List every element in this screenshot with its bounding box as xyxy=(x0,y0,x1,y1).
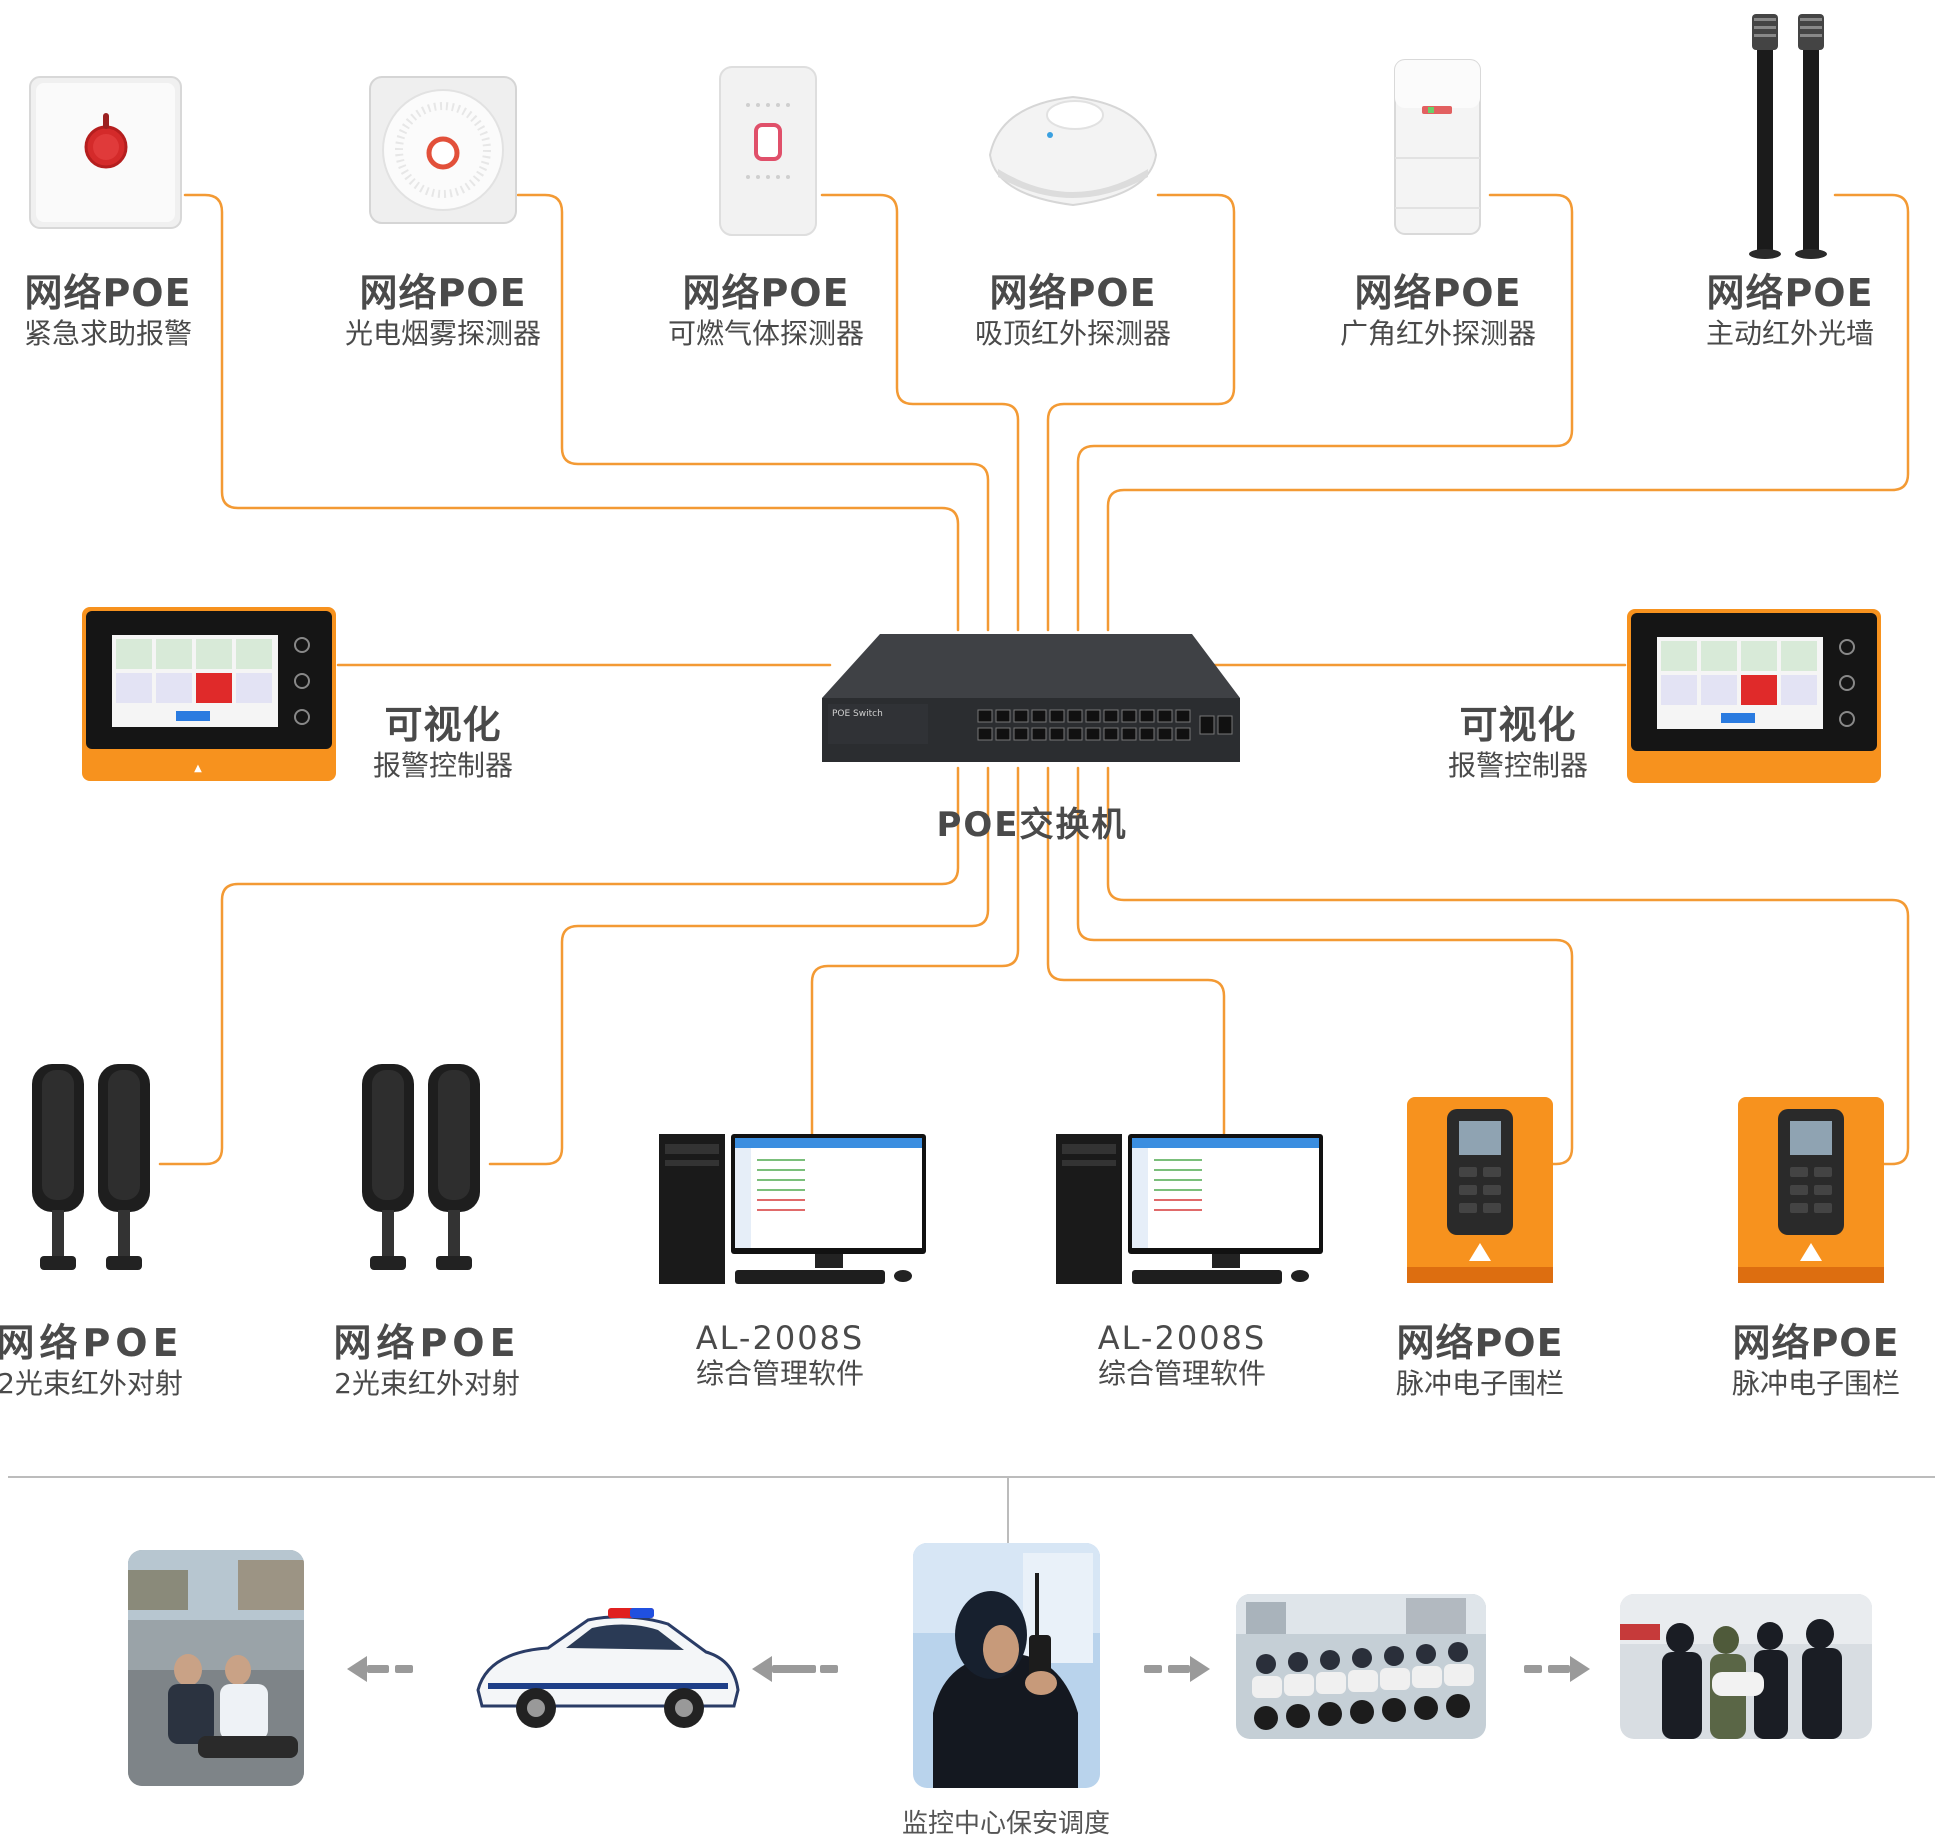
switch-label: POE交换机 xyxy=(902,802,1162,848)
controller-left-label: 可视化 报警控制器 xyxy=(313,702,573,784)
alarm-controller-icon xyxy=(1627,609,1881,783)
device-title: 网络POE xyxy=(0,1321,184,1365)
electric-fence-2 xyxy=(1736,1095,1886,1285)
arrow-right-2-icon xyxy=(1520,1654,1592,1688)
device-title: 网络POE xyxy=(1354,271,1522,315)
dispatch-caption: 监控中心保安调度 xyxy=(901,1809,1110,1839)
wire-beam-1 xyxy=(158,766,960,1166)
device-subtitle: 光电烟雾探测器 xyxy=(344,317,541,350)
wire-light-wall xyxy=(1106,193,1910,632)
controller-title: 可视化 xyxy=(1459,703,1577,747)
arrow-left-2-icon xyxy=(750,1654,842,1688)
software-subtitle: 综合管理软件 xyxy=(695,1357,864,1390)
gas-detector-icon xyxy=(718,65,818,237)
device-subtitle: 可燃气体探测器 xyxy=(667,317,864,350)
wire-beam-2 xyxy=(488,766,990,1166)
computer-2 xyxy=(1052,1130,1327,1290)
electric-fence-1 xyxy=(1405,1095,1555,1285)
controller-subtitle: 报警控制器 xyxy=(372,749,513,782)
software-subtitle: 综合管理软件 xyxy=(1097,1357,1266,1390)
device-subtitle: 紧急求助报警 xyxy=(23,317,192,350)
device-subtitle: 脉冲电子围栏 xyxy=(1395,1367,1564,1400)
gas-detector-label: 网络POE 可燃气体探测器 xyxy=(636,270,896,352)
device-subtitle: 脉冲电子围栏 xyxy=(1731,1367,1900,1400)
wire-gas-detector xyxy=(820,193,1020,632)
device-title: 网络POE xyxy=(1732,1321,1900,1365)
wide-angle-pir-label: 网络POE 广角红外探测器 xyxy=(1308,270,1568,352)
ceiling-pir-icon xyxy=(980,85,1166,215)
wire-fence-1 xyxy=(1076,766,1574,1166)
panic-button-label: 网络POE 紧急求助报警 xyxy=(0,270,238,352)
controller-subtitle: 报警控制器 xyxy=(1447,749,1588,782)
beam-detector-icon xyxy=(32,1064,150,1270)
device-title: 网络POE xyxy=(682,271,850,315)
controller-title: 可视化 xyxy=(384,703,502,747)
wire-panic-button xyxy=(183,193,960,632)
device-title: 网络POE xyxy=(359,271,527,315)
beam-detector-2 xyxy=(358,1060,488,1282)
infrared-light-wall-label: 网络POE 主动红外光墙 xyxy=(1660,270,1920,352)
device-title: 网络POE xyxy=(24,271,192,315)
arrest-scene-photo xyxy=(128,1550,304,1786)
device-subtitle: 2光束红外对射 xyxy=(0,1367,183,1400)
smoke-detector-icon xyxy=(368,75,518,225)
ceiling-pir-label: 网络POE 吸顶红外探测器 xyxy=(943,270,1203,352)
alarm-controller-icon: ▲ xyxy=(82,607,336,781)
device-title: 网络POE xyxy=(1396,1321,1564,1365)
computer-1 xyxy=(655,1130,930,1290)
wire-group xyxy=(158,193,1910,1166)
wire-ceiling-pir xyxy=(1046,193,1236,632)
controller-right-label: 可视化 报警控制器 xyxy=(1388,702,1648,784)
dispatcher-photo xyxy=(913,1543,1100,1788)
electric-fence-2-label: 网络POE 脉冲电子围栏 xyxy=(1686,1320,1935,1402)
arrow-right-1-icon xyxy=(1140,1654,1212,1688)
computer-icon xyxy=(1056,1134,1323,1284)
beam-detector-2-label: 网络POE 2光束红外对射 xyxy=(297,1320,557,1402)
police-motorcycles-photo xyxy=(1236,1594,1486,1739)
beam-detector-1-label: 网络POE 2光束红外对射 xyxy=(0,1320,220,1402)
wire-computer-1 xyxy=(810,766,1020,1142)
electric-fence-icon xyxy=(1738,1097,1884,1283)
switch-title: POE交换机 xyxy=(936,805,1128,845)
electric-fence-1-label: 网络POE 脉冲电子围栏 xyxy=(1350,1320,1610,1402)
device-subtitle: 吸顶红外探测器 xyxy=(974,317,1171,350)
wire-computer-2 xyxy=(1046,766,1226,1142)
computer-1-label: AL-2008S 综合管理软件 xyxy=(650,1320,910,1392)
poe-switch-icon: POE Switch xyxy=(820,630,1245,770)
panic-button-icon xyxy=(28,75,183,230)
smoke-detector-label: 网络POE 光电烟雾探测器 xyxy=(313,270,573,352)
wire-smoke-detector xyxy=(516,193,990,632)
computer-2-label: AL-2008S 综合管理软件 xyxy=(1052,1320,1312,1392)
device-title: 网络POE xyxy=(1706,271,1874,315)
svg-text:POE Switch: POE Switch xyxy=(832,709,883,719)
security-drill-photo xyxy=(1620,1594,1872,1739)
device-subtitle: 广角红外探测器 xyxy=(1339,317,1536,350)
alarm-controller-left: ▲ xyxy=(80,605,338,783)
electric-fence-icon xyxy=(1407,1097,1553,1283)
beam-detector-1 xyxy=(28,1060,158,1282)
wire-wide-angle-pir xyxy=(1076,193,1574,632)
software-title: AL-2008S xyxy=(695,1319,865,1357)
svg-text:▲: ▲ xyxy=(194,763,202,774)
police-car-photo xyxy=(458,1590,748,1740)
wide-angle-pir-icon xyxy=(1390,58,1485,238)
device-subtitle: 主动红外光墙 xyxy=(1705,317,1874,350)
arrow-left-1-icon xyxy=(345,1654,417,1688)
device-subtitle: 2光束红外对射 xyxy=(334,1367,520,1400)
computer-icon xyxy=(659,1134,926,1284)
software-title: AL-2008S xyxy=(1097,1319,1267,1357)
infrared-light-wall-icon xyxy=(1740,12,1836,262)
device-title: 网络POE xyxy=(333,1321,521,1365)
alarm-controller-right xyxy=(1625,607,1883,785)
wire-fence-2 xyxy=(1106,766,1910,1166)
device-title: 网络POE xyxy=(989,271,1157,315)
beam-detector-icon xyxy=(362,1064,480,1270)
